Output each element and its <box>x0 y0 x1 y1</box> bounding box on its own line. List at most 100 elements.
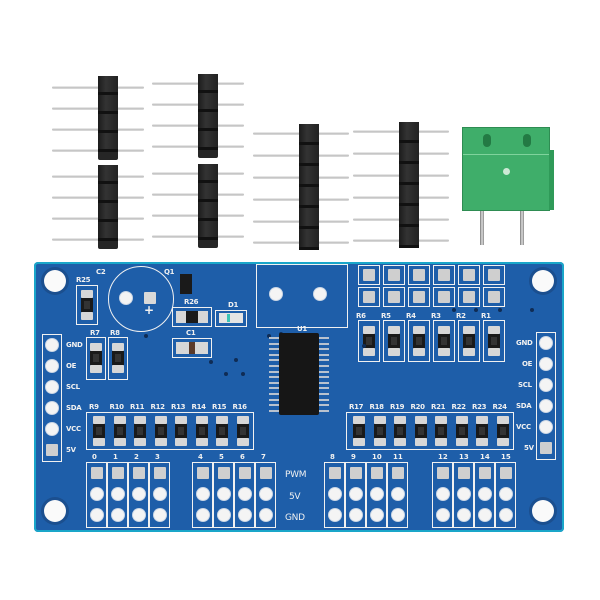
led-pad-outline-top <box>383 265 405 285</box>
channel-header-outline-4 <box>192 462 213 528</box>
resistor-label-r16: R16 <box>232 403 248 411</box>
right-label-gnd: GND <box>516 339 533 347</box>
header-strip-4pin-2 <box>52 165 144 249</box>
c2-outline <box>108 266 174 332</box>
right-label-scl: SCL <box>518 381 532 389</box>
channel-15-pwm-pad <box>499 467 512 479</box>
right-label-oe: OE <box>522 360 533 368</box>
channel-header-outline-9 <box>345 462 366 528</box>
channel-6-gnd-pad <box>238 509 251 521</box>
led-pad-outline-top <box>458 265 480 285</box>
via <box>241 372 245 376</box>
left-header-pin-gnd <box>46 339 58 351</box>
resistor-r17 <box>352 416 366 446</box>
channel-label-0: 0 <box>92 453 97 461</box>
channel-1-gnd-pad <box>111 509 124 521</box>
chip-lead-left <box>269 353 279 356</box>
resistor-outline-r6 <box>358 320 380 362</box>
chip-lead-right <box>319 409 329 412</box>
chip-lead-right <box>319 376 329 379</box>
channel-header-outline-3 <box>149 462 170 528</box>
channel-12-5v-pad <box>436 488 449 500</box>
chip-lead-right <box>319 398 329 401</box>
led-pad-outline-bottom <box>358 287 380 307</box>
channel-0-pwm-pad <box>90 467 103 479</box>
label-pwm: PWM <box>285 470 307 480</box>
header-strip-4pin-4 <box>152 164 244 248</box>
resistor-label-r24: R24 <box>492 403 508 411</box>
terminal-pin-left <box>480 211 484 245</box>
led-pad-top <box>463 269 475 281</box>
via <box>530 308 534 312</box>
via <box>267 334 271 338</box>
channel-5-gnd-pad <box>217 509 230 521</box>
channel-header-outline-2 <box>128 462 149 528</box>
channel-label-6: 6 <box>240 453 245 461</box>
channel-label-4: 4 <box>198 453 203 461</box>
resistor-r15 <box>215 416 229 446</box>
led-pad-bottom <box>463 291 475 303</box>
resistor-r14 <box>195 416 209 446</box>
r25-outline <box>76 285 98 325</box>
via <box>498 308 502 312</box>
right-resistor-bank-outline <box>346 412 514 450</box>
right-label-sda: SDA <box>516 402 532 410</box>
channel-4-pwm-pad <box>196 467 209 479</box>
left-label-vcc: VCC <box>66 425 81 433</box>
resistor-r23 <box>475 416 489 446</box>
chip-lead-right <box>319 381 329 384</box>
channel-4-gnd-pad <box>196 509 209 521</box>
led-pad-outline-bottom <box>433 287 455 307</box>
right-header-pin-sda <box>540 400 552 412</box>
channel-header-outline-6 <box>234 462 255 528</box>
resistor-outline-r4 <box>408 320 430 362</box>
channel-7-5v-pad <box>259 488 272 500</box>
right-header-pin-scl <box>540 379 552 391</box>
led-pad-outline-top <box>408 265 430 285</box>
channel-label-15: 15 <box>501 453 511 461</box>
via <box>209 360 213 364</box>
d1-outline <box>215 310 247 327</box>
channel-0-gnd-pad <box>90 509 103 521</box>
r7-outline <box>86 337 106 380</box>
channel-2-pwm-pad <box>132 467 145 479</box>
channel-label-9: 9 <box>351 453 356 461</box>
terminal-pin-right <box>520 211 524 245</box>
channel-header-outline-0 <box>86 462 107 528</box>
r8-label: R8 <box>110 329 120 337</box>
resistor-label-r1: R1 <box>481 312 491 320</box>
right-label-5v: 5V <box>524 444 534 452</box>
resistor-r11 <box>133 416 147 446</box>
channel-14-5v-pad <box>478 488 491 500</box>
resistor-label-r20: R20 <box>410 403 426 411</box>
via <box>474 308 478 312</box>
resistor-r24 <box>496 416 510 446</box>
header-strip-4pin-1 <box>52 76 144 160</box>
resistor-label-r14: R14 <box>191 403 207 411</box>
chip-lead-right <box>319 365 329 367</box>
channel-header-outline-13 <box>453 462 474 528</box>
resistor-r13 <box>174 416 188 446</box>
r26-outline <box>172 307 212 327</box>
chip-lead-left <box>269 359 279 362</box>
channel-7-pwm-pad <box>259 467 272 479</box>
channel-12-pwm-pad <box>436 467 449 479</box>
channel-14-pwm-pad <box>478 467 491 479</box>
u1-pca9685-chip <box>279 333 319 415</box>
chip-lead-left <box>269 381 279 384</box>
channel-header-outline-8 <box>324 462 345 528</box>
resistor-r22 <box>455 416 469 446</box>
led-d1 <box>219 313 243 323</box>
channel-12-gnd-pad <box>436 509 449 521</box>
channel-2-5v-pad <box>132 488 145 500</box>
channel-9-pwm-pad <box>349 467 362 479</box>
resistor-r21 <box>434 416 448 446</box>
resistor-label-r9: R9 <box>89 403 99 411</box>
channel-header-outline-7 <box>255 462 276 528</box>
left-header-pin-scl <box>46 381 58 393</box>
led-pad-top <box>363 269 375 281</box>
c1-label: C1 <box>186 329 196 337</box>
resistor-label-r19: R19 <box>390 403 405 411</box>
channel-label-13: 13 <box>459 453 469 461</box>
mounting-hole-tr <box>532 270 554 292</box>
